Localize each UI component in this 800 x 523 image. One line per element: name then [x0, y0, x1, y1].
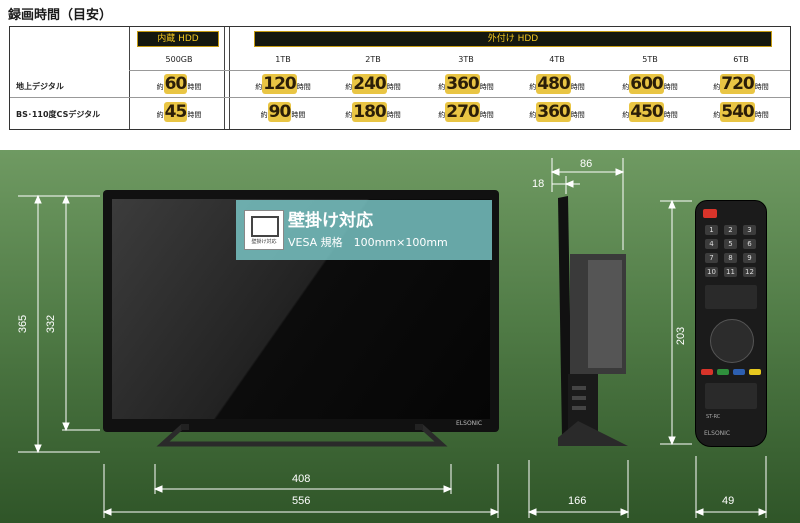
remote-key: 11 [724, 267, 737, 277]
table-cell: 約60時間 [156, 74, 202, 94]
table-cell: 約90時間 [260, 102, 306, 122]
remote-key: 2 [724, 225, 737, 235]
dim-remote-width: 49 [722, 495, 735, 507]
table-divider [229, 27, 230, 129]
remote-key: 9 [743, 253, 756, 263]
remote-key: 1 [705, 225, 718, 235]
table-cell: 約240時間 [345, 74, 401, 94]
vesa-title: 壁掛け対応 [288, 211, 373, 231]
remote-key: 5 [724, 239, 737, 249]
tv-stand [156, 424, 448, 447]
dim-height-screen: 332 [45, 314, 58, 334]
column-header: 3TB [458, 55, 474, 64]
remote-key: 6 [743, 239, 756, 249]
table-cell: 約45時間 [156, 102, 202, 122]
table-divider [129, 27, 130, 129]
tv-side-view [558, 196, 628, 446]
column-header: 2TB [365, 55, 381, 64]
wall-mount-icon: 壁掛け対応 [244, 210, 284, 250]
table-divider [224, 27, 225, 129]
vesa-banner: 壁掛け対応 壁掛け対応 VESA 規格 100mm×100mm [236, 200, 492, 260]
table-cell: 約120時間 [255, 74, 311, 94]
dim-width-total: 556 [292, 495, 311, 507]
yellow-key [749, 369, 761, 375]
tv-brand-logo: ELSONIC [456, 420, 483, 427]
remote-key: 12 [743, 267, 756, 277]
remote-control: 1 2 3 4 5 6 7 8 9 10 11 12 [695, 200, 767, 447]
section-title: 録画時間（目安） [8, 8, 113, 23]
dim-side-thin: 18 [532, 178, 545, 190]
red-key [701, 369, 713, 375]
table-cell: 約480時間 [529, 74, 585, 94]
column-header: 5TB [642, 55, 658, 64]
column-header: 1TB [275, 55, 291, 64]
table-cell: 約540時間 [713, 102, 769, 122]
dim-width-screen: 408 [292, 473, 311, 485]
remote-key: 10 [705, 267, 718, 277]
dim-side-top: 86 [580, 158, 593, 170]
vesa-spec: VESA 規格 100mm×100mm [288, 236, 448, 249]
dim-remote-height: 203 [675, 326, 688, 346]
dim-height-total: 365 [17, 314, 30, 334]
row-label: BS･110度CSデジタル [16, 110, 101, 119]
dim-depth-stand: 166 [568, 495, 587, 507]
remote-key: 7 [705, 253, 718, 263]
table-row-line [129, 70, 790, 71]
row-label: 地上デジタル [16, 82, 64, 91]
remote-playback-keys [705, 383, 757, 409]
remote-model: ST-RC [706, 414, 721, 420]
remote-key: 3 [743, 225, 756, 235]
table-row-line [10, 97, 790, 98]
external-hdd-header: 外付け HDD [254, 31, 772, 47]
column-header: 4TB [549, 55, 565, 64]
table-cell: 約360時間 [438, 74, 494, 94]
table-cell: 約600時間 [622, 74, 678, 94]
table-cell: 約720時間 [713, 74, 769, 94]
remote-brand-logo: ELSONIC [704, 430, 731, 437]
blue-key [733, 369, 745, 375]
remote-key: 8 [724, 253, 737, 263]
column-header: 500GB [165, 55, 193, 64]
remote-key: 4 [705, 239, 718, 249]
column-header: 6TB [733, 55, 749, 64]
dpad-button [710, 319, 754, 363]
table-cell: 約360時間 [529, 102, 585, 122]
table-cell: 約270時間 [438, 102, 494, 122]
green-key [717, 369, 729, 375]
power-button [703, 209, 717, 218]
internal-hdd-header: 内蔵 HDD [137, 31, 219, 47]
table-cell: 約180時間 [345, 102, 401, 122]
recording-time-table: 内蔵 HDD 外付け HDD 500GB 1TB 2TB 3TB 4TB 5TB… [9, 26, 791, 130]
remote-function-keys [705, 285, 757, 309]
table-cell: 約450時間 [622, 102, 678, 122]
